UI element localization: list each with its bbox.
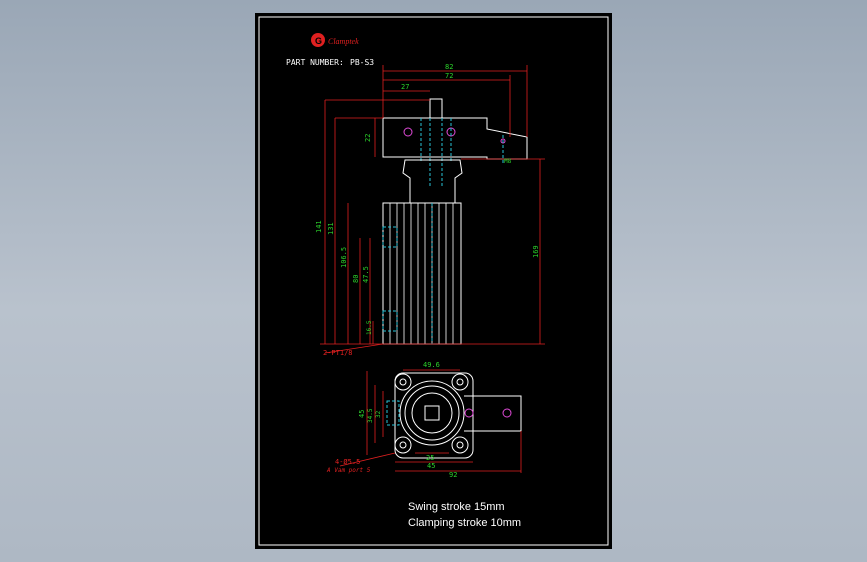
cylinder-fins (389, 203, 454, 344)
bore-outer (399, 380, 465, 446)
logo-mark: G (315, 36, 322, 46)
logo: G Clamptek (311, 33, 359, 47)
bolt-top-left (394, 373, 412, 391)
dim-stroke-height: 106.5 (340, 247, 348, 268)
arm-nut (429, 98, 443, 119)
cad-drawing: G Clamptek PART NUMBER: PB-S3 (258, 16, 609, 546)
dim-side-a: 34.5 (367, 408, 374, 423)
port-note: A Vam port 5 (326, 467, 371, 474)
port-upper-hidden (382, 226, 398, 248)
plan-port-hidden (386, 400, 400, 426)
logo-text: Clamptek (328, 37, 359, 46)
port-callout: 2-PT1/8 (323, 349, 353, 357)
plan-view: 49.6 45 34.5 32 25 45 92 4-Ø5.5 A Vam po… (326, 361, 522, 479)
logo-mark-icon (311, 33, 325, 47)
dim-arm-height: 22 (364, 134, 372, 142)
bolt-top-right (451, 373, 469, 391)
dim-cylinder-height: 80 (352, 275, 360, 283)
dim-base-height: 45 (358, 410, 366, 418)
dim-side-b: 32 (375, 410, 382, 418)
plan-view-dimension-lines (339, 369, 522, 473)
dim-arm-length: 72 (445, 72, 453, 80)
cylinder-body (382, 202, 462, 345)
dim-port-lower: 16.5 (366, 320, 373, 335)
note-swing-stroke: Swing stroke 15mm (408, 501, 505, 513)
dim-port-upper: 47.5 (362, 266, 370, 283)
dim-base-width: 49.6 (423, 361, 440, 369)
piston-neck (402, 159, 463, 204)
side-view-dimension-lines (320, 65, 545, 354)
drawing-sheet: G Clamptek PART NUMBER: PB-S3 (255, 13, 612, 549)
dim-body-height: 131 (327, 222, 335, 235)
part-number-value: PB-S3 (350, 58, 374, 67)
bore-inner (411, 392, 453, 434)
bolt-bottom-right (451, 436, 469, 454)
bolt-bottom-left (394, 436, 412, 454)
bore-hex (424, 405, 440, 421)
dim-flange-width: 45 (427, 462, 435, 470)
dim-bore: 25 (426, 454, 434, 462)
arm-plan-hole-right (502, 408, 512, 418)
hole-callout: 4-Ø5.5 (335, 458, 360, 466)
dim-total-height: 141 (315, 220, 323, 233)
arm-hole-left (403, 127, 413, 137)
dim-right-height: 169 (532, 245, 540, 258)
drawing-border (258, 16, 609, 546)
dim-arm-offset: 27 (401, 83, 409, 91)
bore-mid (404, 385, 460, 441)
side-view: 82 72 27 22 M8 141 131 106.5 80 47.5 16.… (315, 63, 545, 357)
flange (394, 372, 474, 459)
port-lower-hidden (382, 310, 398, 332)
part-number-label: PART NUMBER: (286, 58, 344, 67)
note-clamping-stroke: Clamping stroke 10mm (408, 517, 521, 529)
dim-overall-width: 82 (445, 63, 453, 71)
dim-thread-size: M8 (504, 158, 512, 165)
clamp-arm (382, 117, 528, 160)
arm-plan-hole-left (464, 408, 474, 418)
arm-plan (464, 395, 522, 432)
dim-bottom-total: 92 (449, 471, 457, 479)
